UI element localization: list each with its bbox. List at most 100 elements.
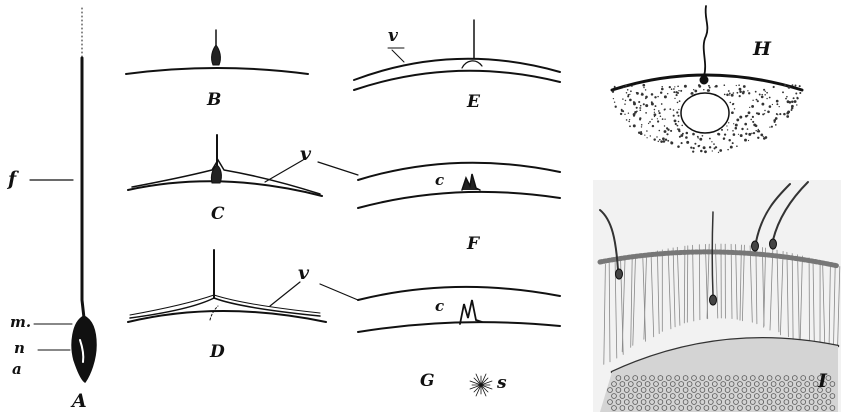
- stipple-dot: [747, 115, 749, 117]
- stipple-dot: [642, 84, 645, 87]
- stipple-dot: [665, 139, 667, 141]
- stipple-dot: [752, 121, 754, 123]
- stipple-dot: [667, 93, 668, 94]
- stipple-dot: [622, 98, 623, 99]
- v-pointer-c: [265, 160, 303, 182]
- stipple-dot: [693, 147, 695, 149]
- stipple-dot: [769, 97, 771, 99]
- stipple-dot: [771, 126, 773, 128]
- stipple-dot: [724, 84, 726, 86]
- stipple-dot: [641, 93, 643, 95]
- stipple-dot: [614, 86, 616, 88]
- stipple-dot: [661, 88, 664, 91]
- stipple-dot: [678, 109, 679, 110]
- stipple-dot: [648, 123, 649, 124]
- stipple-dot: [669, 108, 671, 110]
- stipple-dot: [702, 135, 704, 137]
- stipple-dot: [750, 119, 752, 121]
- stipple-dot: [629, 119, 630, 120]
- stipple-dot: [659, 130, 661, 132]
- stipple-dot: [659, 112, 661, 114]
- stipple-dot: [652, 125, 654, 127]
- stipple-dot: [742, 92, 745, 95]
- sperm-head: [72, 316, 96, 382]
- fertilization-cone: [462, 61, 482, 68]
- stipple-dot: [709, 87, 711, 89]
- stipple-dot: [681, 142, 683, 144]
- stipple-dot: [749, 107, 750, 108]
- stipple-dot: [747, 90, 748, 91]
- stipple-dot: [732, 142, 734, 144]
- stipple-dot: [628, 121, 630, 123]
- stipple-dot: [657, 96, 658, 97]
- stipple-dot: [640, 107, 642, 109]
- stipple-dot: [792, 84, 794, 86]
- stipple-dot: [641, 94, 643, 96]
- stipple-dot: [773, 87, 774, 88]
- pronucleus: [681, 93, 729, 133]
- label-C: C: [211, 206, 225, 223]
- sperm-2-tail: [712, 212, 713, 295]
- panel-i-section: [593, 180, 841, 412]
- label-v-cf: v: [300, 145, 311, 164]
- stipple-dot: [776, 100, 779, 103]
- stipple-dot: [645, 104, 648, 107]
- stipple-dot: [753, 132, 755, 134]
- stipple-dot: [703, 89, 704, 90]
- stipple-dot: [733, 123, 734, 124]
- stipple-dot: [747, 128, 749, 130]
- stipple-dot: [658, 141, 659, 142]
- stipple-dot: [782, 91, 784, 93]
- stipple-dot: [620, 113, 622, 115]
- stipple-dot: [673, 88, 675, 90]
- label-n: n: [14, 341, 25, 356]
- stipple-dot: [633, 124, 636, 127]
- stipple-dot: [640, 132, 643, 135]
- stipple-dot: [721, 129, 723, 131]
- stipple-dot: [712, 150, 713, 151]
- stipple-dot: [767, 110, 770, 113]
- stipple-dot: [698, 137, 699, 138]
- stipple-dot: [751, 133, 752, 134]
- stipple-dot: [651, 119, 652, 120]
- stipple-dot: [764, 110, 765, 111]
- stipple-dot: [734, 108, 735, 109]
- stipple-dot: [653, 138, 655, 140]
- label-A: A: [72, 392, 87, 411]
- stipple-dot: [761, 94, 763, 96]
- stipple-dot: [660, 140, 663, 143]
- stipple-dot: [660, 91, 662, 93]
- stipple-dot: [629, 99, 632, 102]
- stipple-dot: [791, 101, 794, 104]
- egg-surface: [358, 322, 560, 332]
- stipple-dot: [739, 88, 742, 91]
- label-c-g: c: [435, 299, 444, 314]
- stipple-dot: [776, 103, 778, 105]
- stipple-dot: [622, 110, 624, 112]
- stipple-dot: [786, 115, 789, 118]
- stipple-dot: [739, 95, 741, 97]
- stipple-dot: [719, 149, 722, 152]
- stipple-dot: [667, 129, 669, 131]
- stipple-dot: [678, 90, 679, 91]
- stipple-dot: [738, 134, 739, 135]
- stipple-dot: [663, 140, 666, 143]
- stipple-dot: [651, 93, 654, 96]
- stipple-dot: [626, 92, 628, 94]
- stipple-dot: [651, 101, 653, 103]
- stipple-dot: [690, 93, 692, 95]
- stipple-dot: [633, 102, 636, 105]
- stipple-dot: [657, 118, 658, 119]
- stipple-dot: [700, 150, 703, 153]
- stipple-dot: [636, 92, 638, 94]
- stipple-dot: [667, 140, 669, 142]
- stipple-dot: [787, 110, 790, 113]
- stipple-dot: [758, 129, 760, 131]
- stipple-dot: [791, 107, 793, 109]
- stipple-dot: [674, 119, 677, 122]
- stipple-dot: [717, 133, 720, 136]
- stipple-dot: [664, 95, 667, 98]
- stipple-dot: [646, 130, 648, 132]
- label-D: D: [210, 344, 225, 361]
